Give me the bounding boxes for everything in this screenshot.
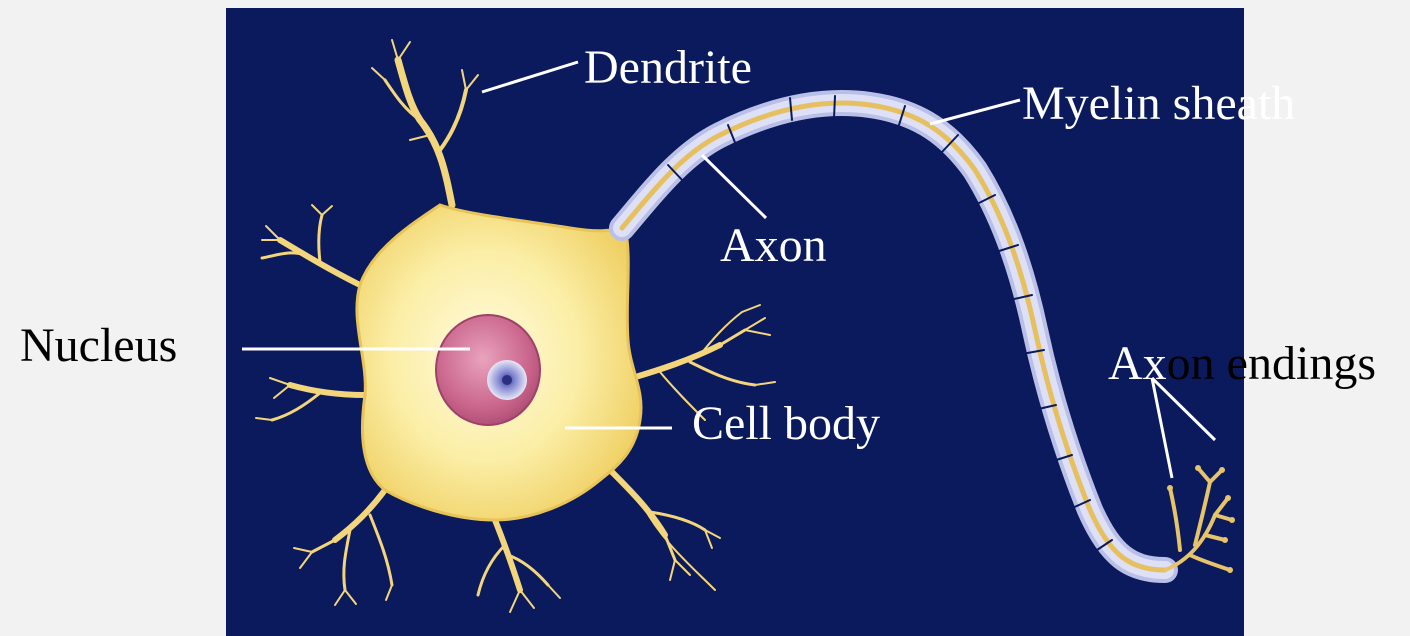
label-axon: Axon bbox=[720, 222, 827, 270]
label-nucleus: Nucleus bbox=[20, 322, 177, 370]
label-myelin-sheath: Myelin sheath bbox=[1022, 80, 1295, 128]
label-axon-endings-part2: on endings bbox=[1167, 337, 1376, 390]
label-cell-body: Cell body bbox=[692, 400, 880, 448]
nucleus-shape bbox=[436, 315, 540, 425]
label-myelin-sheath-text: Myelin sheath bbox=[1022, 77, 1295, 130]
label-dendrite: Dendrite bbox=[584, 44, 752, 92]
label-axon-endings: Axon endings bbox=[1108, 340, 1376, 388]
label-axon-endings-part1: Ax bbox=[1108, 337, 1167, 390]
